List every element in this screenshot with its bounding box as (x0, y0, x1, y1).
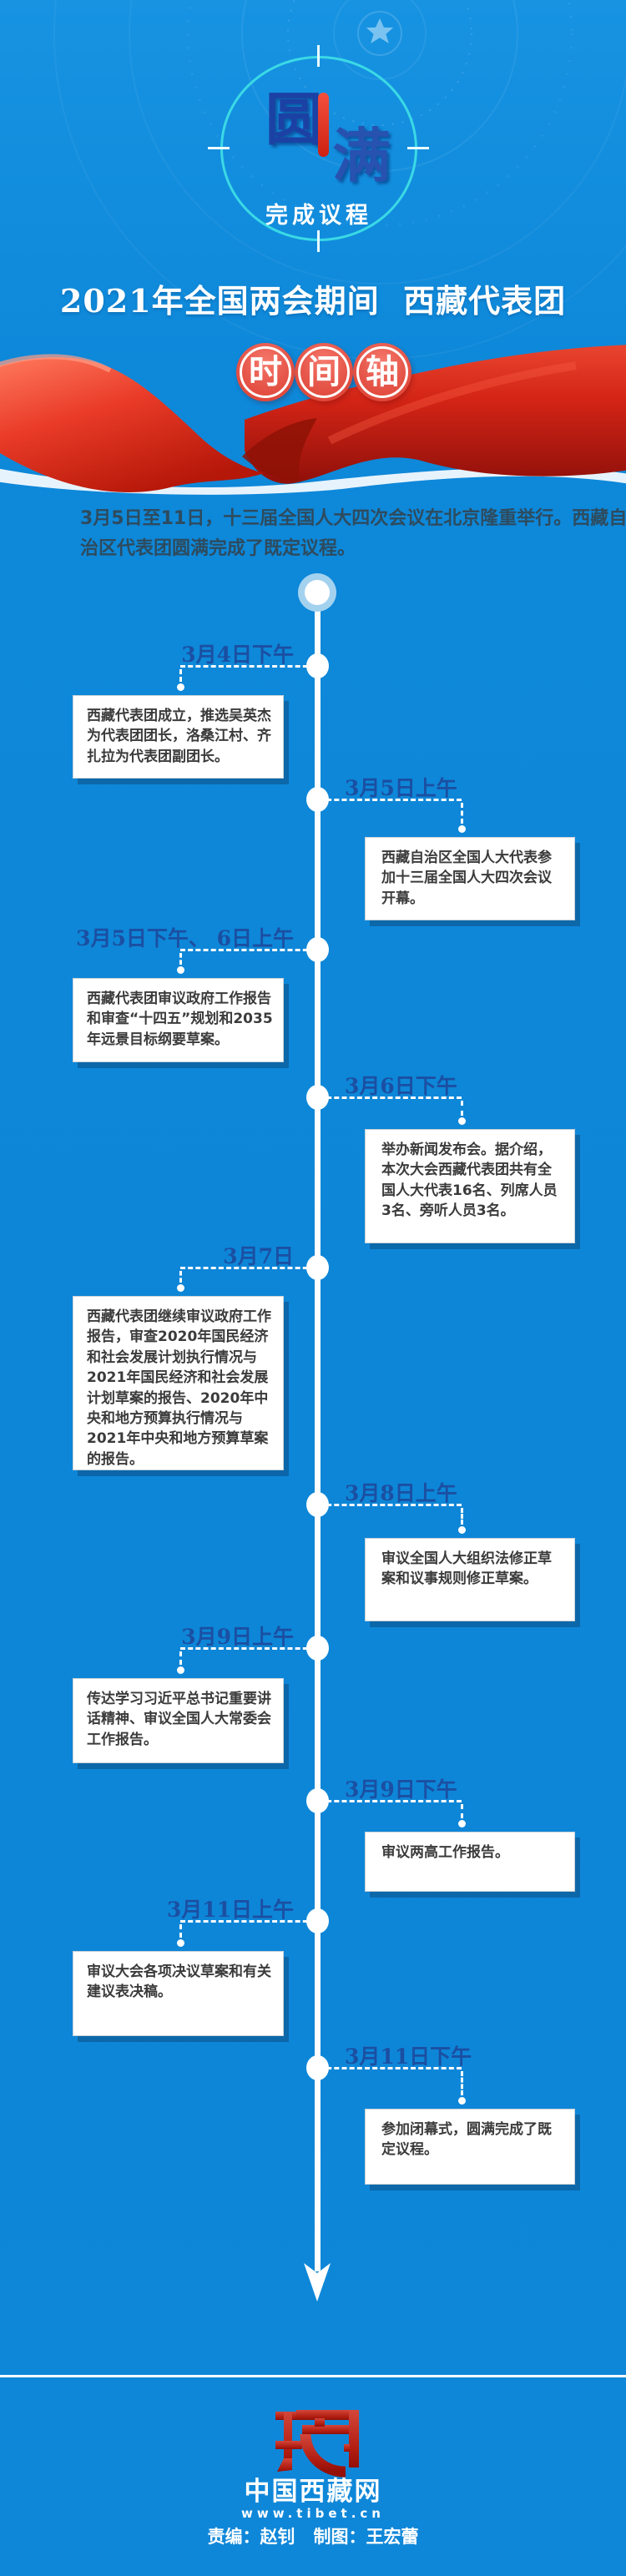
timeline-connector-dot (176, 683, 184, 691)
footer-credits: 责编：赵钊 制图：王宏蕾 (207, 2527, 419, 2547)
stamp-circle-2: 间 (295, 343, 353, 401)
timeline-connector (180, 665, 316, 668)
timeline-date: 3月9日上午 (181, 1625, 294, 1649)
badge-word-top: 圆 (265, 88, 323, 154)
timeline-date: 3月11日上午 (166, 1898, 294, 1922)
timeline-card: 西藏代表团成立，推选吴英杰为代表团团长，洛桑江村、齐扎拉为代表团副团长。 (73, 695, 284, 779)
timeline-card: 审议大会各项决议草案和有关建议表决稿。 (73, 1951, 284, 2036)
timeline-connector (319, 2067, 462, 2069)
timeline-connector (319, 1800, 462, 1802)
timeline-card: 传达学习习近平总书记重要讲话精神、审议全国人大常委会工作报告。 (73, 1678, 284, 1763)
timeline-connector-dot (176, 1938, 184, 1947)
timeline-date: 3月5日下午、 6日上午 (76, 926, 294, 950)
page-title: 2021年全国两会期间 西藏代表团 (59, 282, 567, 320)
timeline-connector-dot (457, 1819, 466, 1827)
timeline-connector (461, 2071, 463, 2095)
footer-divider (0, 2375, 626, 2377)
badge-tick-bottom (317, 230, 320, 252)
timeline-connector (461, 1101, 463, 1116)
badge-caption: 完成议程 (265, 203, 372, 229)
timeline-date: 3月5日上午 (345, 776, 457, 800)
badge-red-stroke (318, 93, 329, 157)
timeline-date: 3月7日 (223, 1244, 294, 1268)
timeline-date: 3月11日下午 (345, 2044, 472, 2069)
badge-tick-right (407, 147, 429, 149)
timeline-date: 3月6日下午 (345, 1074, 457, 1098)
timeline-date: 3月9日下午 (345, 1777, 457, 1802)
intro-paragraph: 3月5日至11日，十三届全国人大四次会议在北京隆重举行。西藏自治区代表团圆满完成… (80, 508, 626, 559)
timeline-connector-dot (176, 965, 184, 974)
tibet-logo (275, 2410, 359, 2478)
star-icon (366, 18, 394, 43)
timeline-connector (319, 1096, 462, 1099)
timeline-card: 西藏代表团审议政府工作报告和审查“十四五”规划和2035年远景目标纲要草案。 (73, 978, 284, 1062)
timeline-connector (179, 1651, 182, 1665)
timeline-connector (461, 803, 463, 824)
timeline-connector-dot (457, 1525, 466, 1534)
timeline-card: 审议两高工作报告。 (365, 1832, 575, 1892)
timeline-connector-dot (176, 1283, 184, 1292)
badge-tick-top (317, 45, 320, 67)
timeline-date: 3月8日上午 (345, 1481, 457, 1505)
timeline-card: 参加闭幕式，圆满完成了既定议程。 (365, 2109, 575, 2185)
stamp-circle-3: 轴 (353, 343, 411, 401)
timeline-connector (319, 799, 462, 801)
timeline-connector (180, 949, 316, 951)
timeline-card: 举办新闻发布会。据介绍，本次大会西藏代表团共有全国人大代表16名、列席人员3名、… (365, 1129, 575, 1243)
timeline-connector (179, 1271, 182, 1283)
timeline-connector (179, 953, 182, 965)
timeline-connector-dot (457, 2096, 466, 2105)
timeline-connector-dot (457, 824, 466, 833)
timeline-date: 3月4日下午 (181, 643, 294, 667)
timeline-connector (179, 669, 182, 682)
timeline-connector (461, 1804, 463, 1818)
timeline-card: 审议全国人大组织法修正草案和议事规则修正草案。 (365, 1538, 575, 1621)
stamp-circle-1: 时 (236, 343, 295, 401)
red-ribbon (0, 345, 626, 495)
timeline-connector-dot (457, 1117, 466, 1125)
timeline-end-arrow (304, 2263, 331, 2301)
timeline-connector (180, 1267, 316, 1269)
timeline-connector (461, 1508, 463, 1525)
timeline-connector (319, 1504, 462, 1506)
badge-tick-left (208, 147, 230, 149)
timeline-card: 西藏代表团继续审议政府工作报告，审查2020年国民经济和社会发展计划执行情况与2… (73, 1296, 284, 1470)
footer-site-url: www.tibet.cn (241, 2506, 385, 2521)
timeline-card: 西藏自治区全国人大代表参加十三届全国人大四次会议开幕。 (365, 837, 575, 920)
timeline-connector (180, 1647, 316, 1650)
badge-word-bottom: 满 (332, 122, 391, 190)
timeline-connector (180, 1920, 316, 1923)
timeline-connector (179, 1924, 182, 1938)
timeline-start-circle (298, 573, 336, 612)
timeline-axis (315, 592, 321, 2271)
footer-site-name: 中国西藏网 (244, 2477, 382, 2507)
timeline-connector-dot (176, 1666, 184, 1674)
